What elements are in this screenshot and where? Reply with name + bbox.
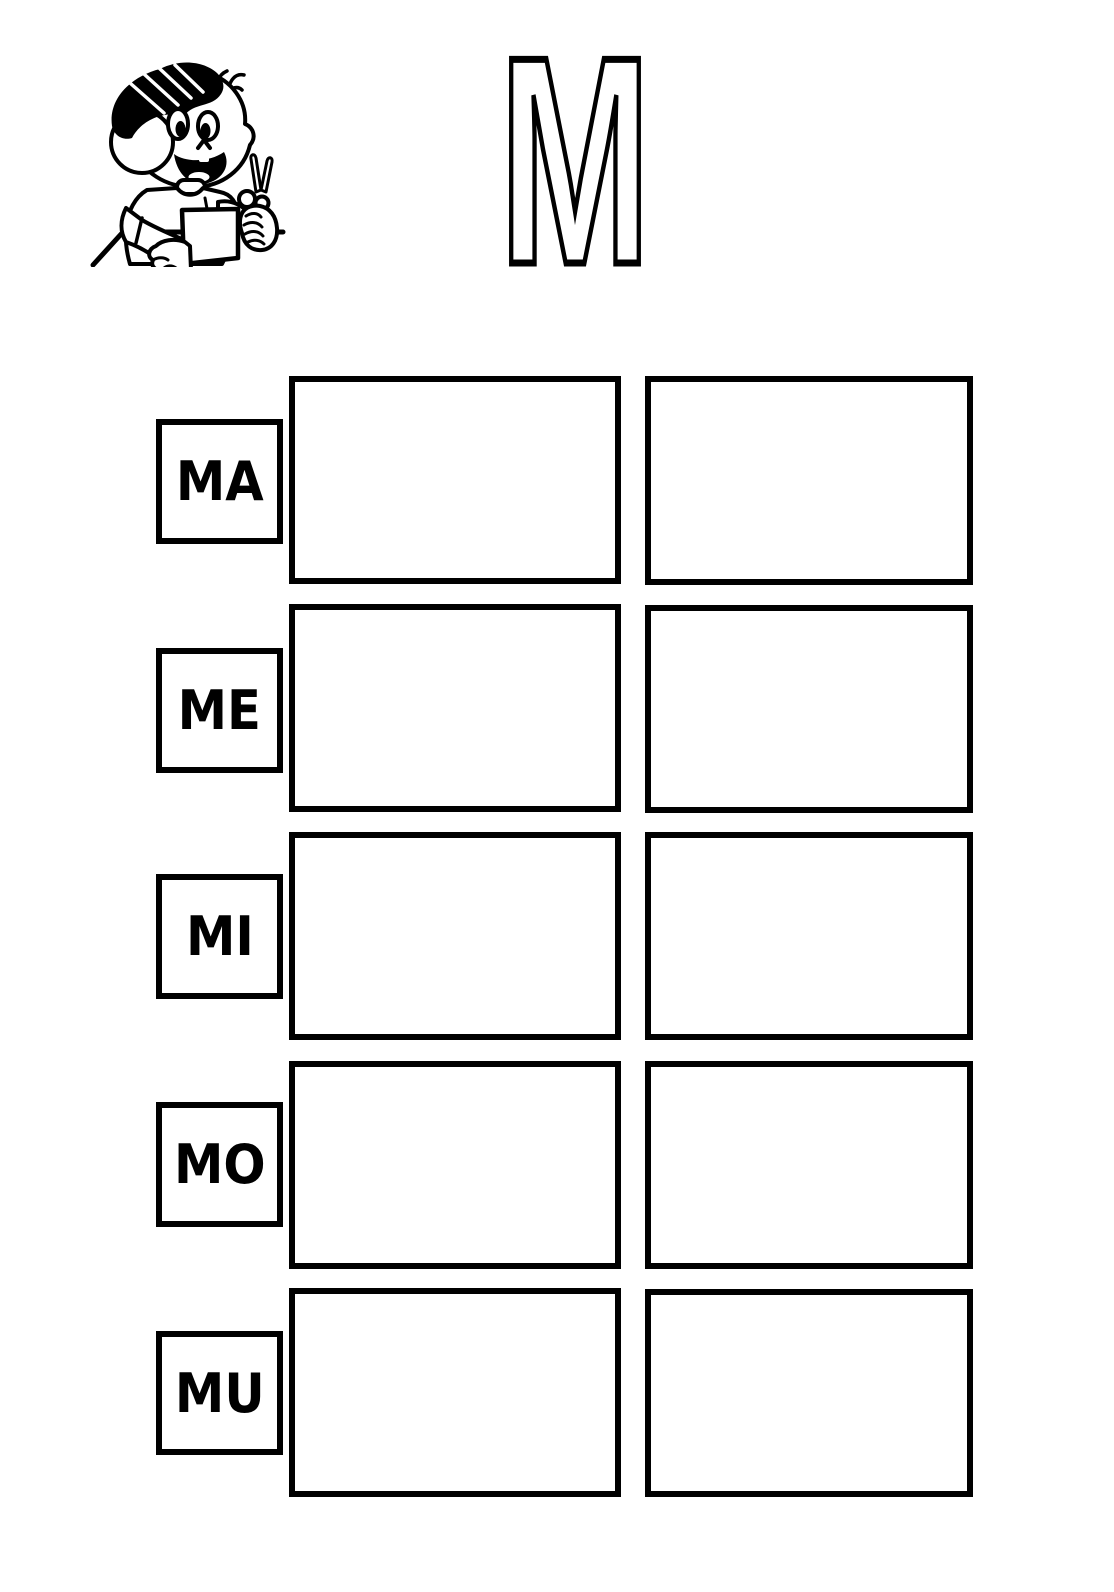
paste-box-right bbox=[645, 1061, 973, 1269]
syllable-label: MO bbox=[173, 1133, 266, 1196]
syllable-label-box: MI bbox=[156, 874, 283, 999]
paste-box-right bbox=[645, 605, 973, 813]
paste-box-left bbox=[289, 1061, 621, 1269]
paste-box-left bbox=[289, 376, 621, 584]
syllable-label-box: MU bbox=[156, 1331, 283, 1455]
paste-box-left bbox=[289, 604, 621, 812]
child-cutting-paper-with-scissors-icon bbox=[90, 62, 286, 267]
paste-box-right bbox=[645, 1289, 973, 1497]
syllable-label-box: ME bbox=[156, 648, 283, 773]
syllable-label: MU bbox=[174, 1361, 265, 1425]
syllable-label-box: MO bbox=[156, 1102, 283, 1227]
heading-letter-text: M bbox=[499, 28, 651, 280]
syllable-label: MI bbox=[185, 905, 254, 968]
paste-box-right bbox=[645, 376, 973, 585]
syllable-label-box: MA bbox=[156, 419, 283, 544]
paste-box-right bbox=[645, 832, 973, 1040]
heading-letter: M bbox=[496, 28, 655, 280]
syllable-label: ME bbox=[177, 679, 262, 742]
paste-box-left bbox=[289, 832, 621, 1040]
syllable-label: MA bbox=[175, 450, 264, 513]
paste-box-left bbox=[289, 1288, 621, 1497]
